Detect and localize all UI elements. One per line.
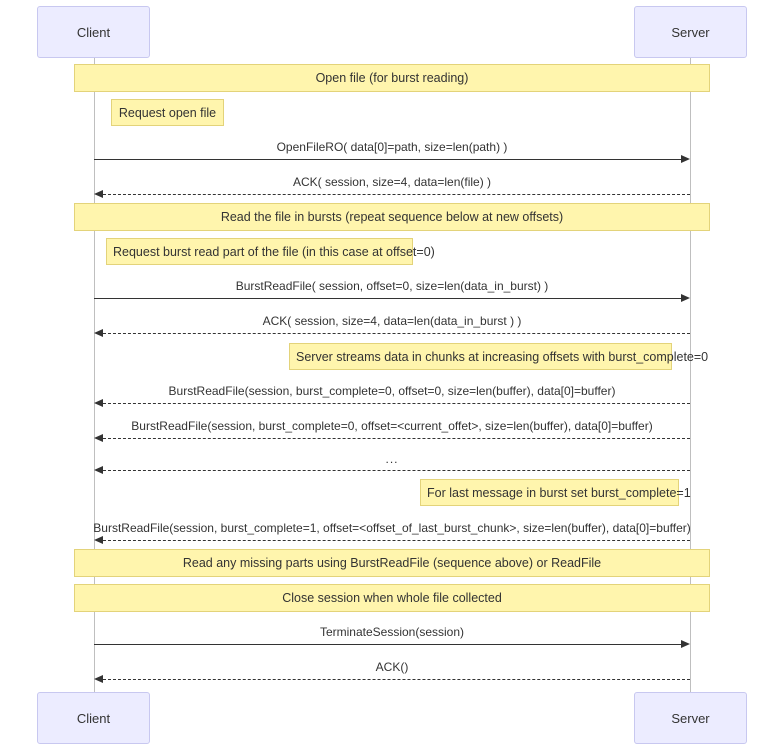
- message-line-ack-terminate: [103, 679, 690, 680]
- message-label-burst-chunk-current: BurstReadFile(session, burst_complete=0,…: [131, 419, 652, 433]
- arrow-head-burst-read-file-request: [681, 294, 690, 302]
- message-line-burst-chunk-last: [103, 540, 690, 541]
- lifeline-server: [690, 58, 691, 692]
- banner-read-missing: Read any missing parts using BurstReadFi…: [74, 549, 710, 577]
- participant-client-bottom[interactable]: Client: [37, 692, 150, 744]
- participant-server-bottom-label: Server: [671, 710, 710, 726]
- note-last-message-burst-label: For last message in burst set burst_comp…: [427, 485, 691, 500]
- banner-open-file-label: Open file (for burst reading): [315, 71, 469, 85]
- message-line-burst-read-file-request: [94, 298, 686, 299]
- note-server-streams-label: Server streams data in chunks at increas…: [296, 349, 709, 364]
- message-line-ack-open-file: [103, 194, 690, 195]
- message-line-terminate-session: [94, 644, 686, 645]
- message-text: TerminateSession(session): [319, 625, 465, 639]
- arrow-head-ack-open-file: [94, 190, 103, 198]
- arrow-head-terminate-session: [681, 640, 690, 648]
- note-request-open-file: Request open file: [111, 99, 224, 126]
- message-label-burst-read-file-request: BurstReadFile( session, offset=0, size=l…: [236, 279, 549, 293]
- message-label-open-file-ro: OpenFileRO( data[0]=path, size=len(path)…: [277, 140, 508, 154]
- lifeline-client: [94, 58, 95, 692]
- note-server-streams: Server streams data in chunks at increas…: [289, 343, 708, 370]
- arrow-head-burst-chunk-ellipsis: [94, 466, 103, 474]
- banner-read-bursts-label: Read the file in bursts (repeat sequence…: [220, 210, 564, 224]
- note-request-burst-read: Request burst read part of the file (in …: [106, 238, 435, 265]
- message-line-burst-chunk-ellipsis: [103, 470, 690, 471]
- participant-server-top-label: Server: [671, 24, 710, 40]
- message-text: BurstReadFile(session, burst_complete=1,…: [93, 521, 691, 535]
- banner-close-session-label: Close session when whole file collected: [282, 591, 502, 605]
- arrow-head-burst-chunk-current: [94, 434, 103, 442]
- message-label-terminate-session: TerminateSession(session): [320, 625, 464, 639]
- message-text: OpenFileRO( data[0]=path, size=len(path)…: [276, 140, 508, 154]
- participant-server-bottom[interactable]: Server: [634, 692, 747, 744]
- arrow-head-burst-chunk-last: [94, 536, 103, 544]
- banner-read-bursts: Read the file in bursts (repeat sequence…: [74, 203, 710, 231]
- message-label-ack-terminate: ACK(): [376, 660, 409, 674]
- message-label-burst-chunk-first: BurstReadFile(session, burst_complete=0,…: [169, 384, 616, 398]
- message-line-burst-chunk-first: [103, 403, 690, 404]
- message-text: ACK( session, size=4, data=len(file) ): [292, 175, 492, 189]
- message-label-ack-open-file: ACK( session, size=4, data=len(file) ): [293, 175, 491, 189]
- arrow-head-open-file-ro: [681, 155, 690, 163]
- message-text: ...: [385, 452, 399, 466]
- message-text: BurstReadFile(session, burst_complete=0,…: [168, 384, 616, 398]
- banner-read-missing-label: Read any missing parts using BurstReadFi…: [182, 556, 602, 570]
- participant-server-top[interactable]: Server: [634, 6, 747, 58]
- message-line-open-file-ro: [94, 159, 686, 160]
- note-last-message-burst: For last message in burst set burst_comp…: [420, 479, 691, 506]
- arrow-head-ack-terminate: [94, 675, 103, 683]
- message-text: BurstReadFile( session, offset=0, size=l…: [235, 279, 549, 293]
- note-request-burst-read-label: Request burst read part of the file (in …: [113, 244, 435, 259]
- note-request-open-file-label: Request open file: [118, 105, 217, 120]
- participant-client-top[interactable]: Client: [37, 6, 150, 58]
- message-label-burst-chunk-last: BurstReadFile(session, burst_complete=1,…: [93, 521, 690, 535]
- arrow-head-ack-burst-read: [94, 329, 103, 337]
- banner-close-session: Close session when whole file collected: [74, 584, 710, 612]
- participant-client-bottom-label: Client: [76, 710, 111, 726]
- message-label-burst-chunk-ellipsis: ...: [385, 452, 398, 466]
- message-label-ack-burst-read: ACK( session, size=4, data=len(data_in_b…: [263, 314, 522, 328]
- message-text: ACK(): [375, 660, 409, 674]
- arrow-head-burst-chunk-first: [94, 399, 103, 407]
- message-line-burst-chunk-current: [103, 438, 690, 439]
- message-line-ack-burst-read: [103, 333, 690, 334]
- banner-open-file: Open file (for burst reading): [74, 64, 710, 92]
- participant-client-top-label: Client: [76, 24, 111, 40]
- message-text: BurstReadFile(session, burst_complete=0,…: [131, 419, 653, 433]
- message-text: ACK( session, size=4, data=len(data_in_b…: [262, 314, 522, 328]
